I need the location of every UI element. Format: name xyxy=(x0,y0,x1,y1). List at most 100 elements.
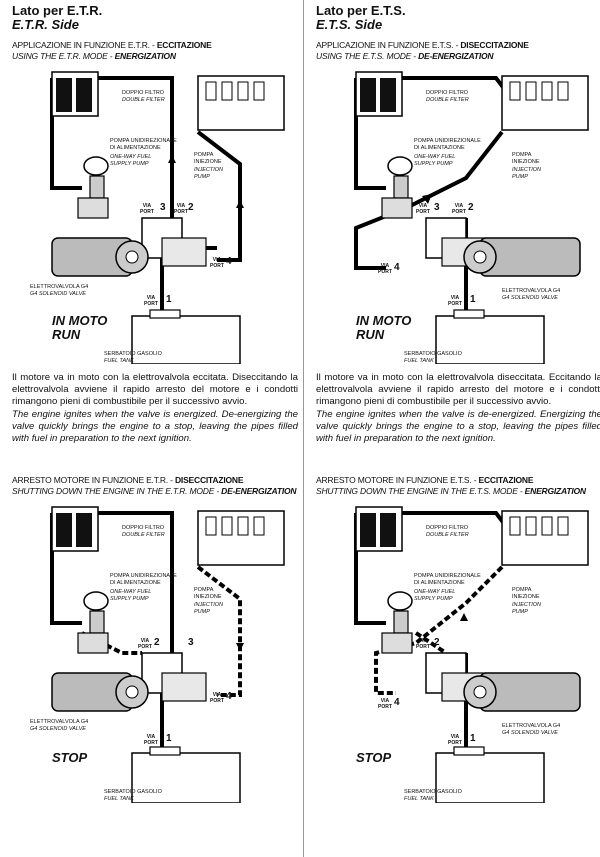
pump-label-en-2: SUPPLY PUMP xyxy=(110,596,149,603)
ets-stop-state: STOP xyxy=(356,750,392,766)
ets-run-state-it: IN MOTO xyxy=(356,313,412,328)
column-divider xyxy=(303,0,304,857)
filter-label-it: DOPPIO FILTRO xyxy=(122,525,165,532)
inj-label-it-2: INIEZIONE xyxy=(194,159,222,165)
tank-label-it: SERBATOIO GASOLIO xyxy=(404,351,462,357)
filter-label-en: DOUBLE FILTER xyxy=(122,532,165,539)
pump-label-it-1: POMPA UNIDIREZIONALE xyxy=(110,138,177,144)
ets-run-diagram: DOPPIO FILTRO DOUBLE FILTER POMPA UNIDIR… xyxy=(316,68,600,364)
ets-stop-schematic xyxy=(354,506,589,804)
pump-label-it-2: DI ALIMENTAZIONE xyxy=(110,145,161,151)
etr-stop-diagram: DOPPIO FILTRO DOUBLE FILTER POMPA UNIDIR… xyxy=(12,503,298,804)
inj-label-it-1: POMPA xyxy=(194,587,214,594)
ets-top-subtitle-it: APPLICAZIONE IN FUNZIONE E.T.S. - DISECC… xyxy=(316,40,529,50)
pump-label-it-2: DI ALIMENTAZIONE xyxy=(414,145,465,151)
valve-label-it: ELETTROVALVOLA G4 xyxy=(502,288,561,294)
pump-label-it-2: DI ALIMENTAZIONE xyxy=(414,580,465,587)
pump-label-it-2: DI ALIMENTAZIONE xyxy=(110,580,161,587)
inj-label-en-2: PUMP xyxy=(194,609,210,616)
etr-run-state-en: RUN xyxy=(52,327,81,342)
ets-run-state-en: RUN xyxy=(356,327,385,342)
inj-label-en-2: PUMP xyxy=(512,174,528,180)
pump-label-en-1: ONE-WAY FUEL xyxy=(414,154,456,160)
pump-label-en-1: ONE-WAY FUEL xyxy=(110,589,152,596)
pump-label-en-1: ONE-WAY FUEL xyxy=(414,589,456,596)
ets-bottom-subtitle-en: SHUTTING DOWN THE ENGINE IN THE E.T.S. M… xyxy=(316,486,586,497)
port-4-number: 4 xyxy=(226,691,232,703)
ets-column: Lato per E.T.S. E.T.S. Side APPLICAZIONE… xyxy=(316,0,600,804)
etr-top-subtitle-it: APPLICAZIONE IN FUNZIONE E.T.R. - ECCITA… xyxy=(12,40,212,50)
etr-bottom-subtitle-en: SHUTTING DOWN THE ENGINE IN THE E.T.R. M… xyxy=(12,486,297,497)
pump-label-it-1: POMPA UNIDIREZIONALE xyxy=(414,573,481,580)
ets-top-subtitle-en: USING THE E.T.S. MODE - DE-ENERGIZATION xyxy=(316,51,494,61)
etr-description-it: Il motore va in moto con la elettrovalvo… xyxy=(12,372,298,408)
ets-title-it: Lato per E.T.S. xyxy=(316,3,406,18)
valve-label-en: G4 SOLENOID VALVE xyxy=(502,295,558,301)
filter-label-it: DOPPIO FILTRO xyxy=(426,525,469,532)
etr-bottom-subtitle-it: ARRESTO MOTORE IN FUNZIONE E.T.R. - DISE… xyxy=(12,475,244,486)
pump-label-it-1: POMPA UNIDIREZIONALE xyxy=(110,573,177,580)
ets-title-en: E.T.S. Side xyxy=(316,17,383,32)
port-2-number: 2 xyxy=(154,637,160,649)
inj-label-en-2: PUMP xyxy=(194,174,210,180)
pump-label-it-1: POMPA UNIDIREZIONALE xyxy=(414,138,481,144)
inj-label-it-2: INIEZIONE xyxy=(194,594,222,601)
pump-label-en-1: ONE-WAY FUEL xyxy=(110,154,152,160)
etr-column: Lato per E.T.R. E.T.R. Side APPLICAZIONE… xyxy=(12,0,298,804)
port-2-number: 2 xyxy=(188,202,194,213)
etr-run-state-it: IN MOTO xyxy=(52,313,108,328)
inj-label-it-1: POMPA xyxy=(194,152,214,158)
valve-label-en: G4 SOLENOID VALVE xyxy=(30,726,86,733)
pump-label-en-2: SUPPLY PUMP xyxy=(414,596,453,603)
inj-label-it-1: POMPA xyxy=(512,587,532,594)
port-1-number: 1 xyxy=(166,733,172,745)
tank-label-it: SERBATOIO GASOLIO xyxy=(104,789,162,796)
inj-label-it-2: INIEZIONE xyxy=(512,594,540,601)
pump-label-en-2: SUPPLY PUMP xyxy=(414,161,453,167)
ets-description-en: The engine ignites when the valve is de-… xyxy=(316,408,600,445)
port-2-number: 2 xyxy=(434,637,440,649)
filter-label-it: DOPPIO FILTRO xyxy=(426,90,469,96)
filter-label-it: DOPPIO FILTRO xyxy=(122,90,165,96)
filter-label-en: DOUBLE FILTER xyxy=(426,97,469,103)
tank-label-en: FUEL TANK xyxy=(404,358,434,364)
ets-description-it: Il motore va in moto con la elettrovalvo… xyxy=(316,372,600,408)
valve-label-en: G4 SOLENOID VALVE xyxy=(502,730,558,737)
inj-label-en-1: INJECTION xyxy=(194,167,224,173)
port-4-number: 4 xyxy=(394,697,400,709)
tank-label-it: SERBATOIO GASOLIO xyxy=(104,351,162,357)
port-3-number: 3 xyxy=(434,202,440,213)
port-1-number: 1 xyxy=(166,294,172,305)
ets-run-schematic xyxy=(354,71,589,364)
inj-label-en-2: PUMP xyxy=(512,609,528,616)
filter-label-en: DOUBLE FILTER xyxy=(426,532,469,539)
etr-stop-schematic xyxy=(50,506,285,804)
etr-run-diagram: DOPPIO FILTRO DOUBLE FILTER POMPA UNIDIR… xyxy=(12,68,298,364)
inj-label-en-1: INJECTION xyxy=(512,167,542,173)
port-4-number: 4 xyxy=(394,262,400,273)
etr-run-schematic xyxy=(50,71,285,364)
port-1-number: 1 xyxy=(470,733,476,745)
pump-label-en-2: SUPPLY PUMP xyxy=(110,161,149,167)
etr-description-en: The engine ignites when the valve is ene… xyxy=(12,408,298,445)
tank-label-it: SERBATOIO GASOLIO xyxy=(404,789,462,796)
valve-label-it: ELETTROVALVOLA G4 xyxy=(30,284,89,290)
filter-label-en: DOUBLE FILTER xyxy=(122,97,165,103)
inj-label-en-1: INJECTION xyxy=(512,602,542,609)
etr-title-en: E.T.R. Side xyxy=(12,17,79,32)
etr-top-subtitle-en: USING THE E.T.R. MODE - ENERGIZATION xyxy=(12,51,176,61)
